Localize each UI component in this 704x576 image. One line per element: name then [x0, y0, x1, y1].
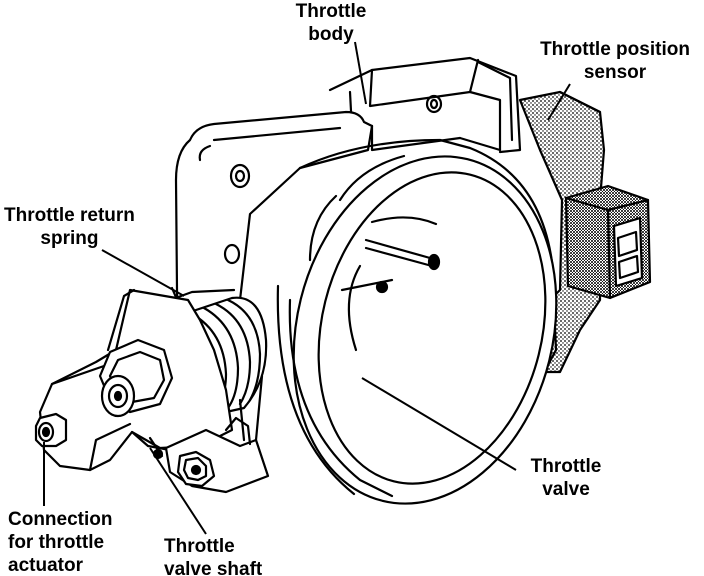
label-throttle-body-line-1: Throttle	[295, 1, 367, 22]
leader-throttle-valve-shaft	[149, 447, 207, 535]
throttle-shaft-boss	[164, 398, 270, 494]
throttle-bore	[276, 154, 558, 505]
label-throttle-valve: Throttle valve	[522, 455, 610, 501]
label-throttle-valve-line-2: valve	[542, 479, 590, 500]
label-throttle-body-line-2: body	[308, 24, 354, 45]
label-throttle-return-spring-line-2: spring	[40, 228, 99, 249]
label-connection-line-3: actuator	[8, 555, 83, 576]
label-connection-for-throttle-actuator: Connection for throttle actuator	[8, 508, 113, 576]
leader-throttle-return-spring	[101, 249, 185, 297]
leader-throttle-position-sensor	[547, 83, 571, 121]
label-throttle-valve-line-1: Throttle	[530, 456, 602, 477]
label-throttle-return-spring-line-1: Throttle return	[4, 205, 135, 226]
leader-lines	[43, 41, 571, 535]
throttle-lever-drawing	[34, 288, 234, 472]
label-throttle-valve-shaft-line-1: Throttle	[164, 536, 235, 557]
label-connection-line-2: for throttle	[8, 532, 105, 553]
label-throttle-position-sensor-line-1: Throttle position	[540, 39, 690, 60]
label-throttle-position-sensor-line-2: sensor	[583, 62, 647, 83]
leader-throttle-body	[354, 41, 367, 105]
label-throttle-body: Throttle body	[285, 0, 377, 46]
label-throttle-return-spring: Throttle return spring	[4, 204, 135, 250]
throttle-position-sensor-drawing	[518, 90, 652, 374]
label-throttle-valve-shaft: Throttle valve shaft	[164, 535, 262, 576]
label-throttle-position-sensor: Throttle position sensor	[528, 38, 702, 84]
label-connection-line-1: Connection	[8, 509, 113, 530]
throttle-valve-plate	[340, 216, 441, 352]
leader-throttle-valve	[361, 377, 517, 471]
label-throttle-valve-shaft-line-2: valve shaft	[164, 559, 263, 576]
